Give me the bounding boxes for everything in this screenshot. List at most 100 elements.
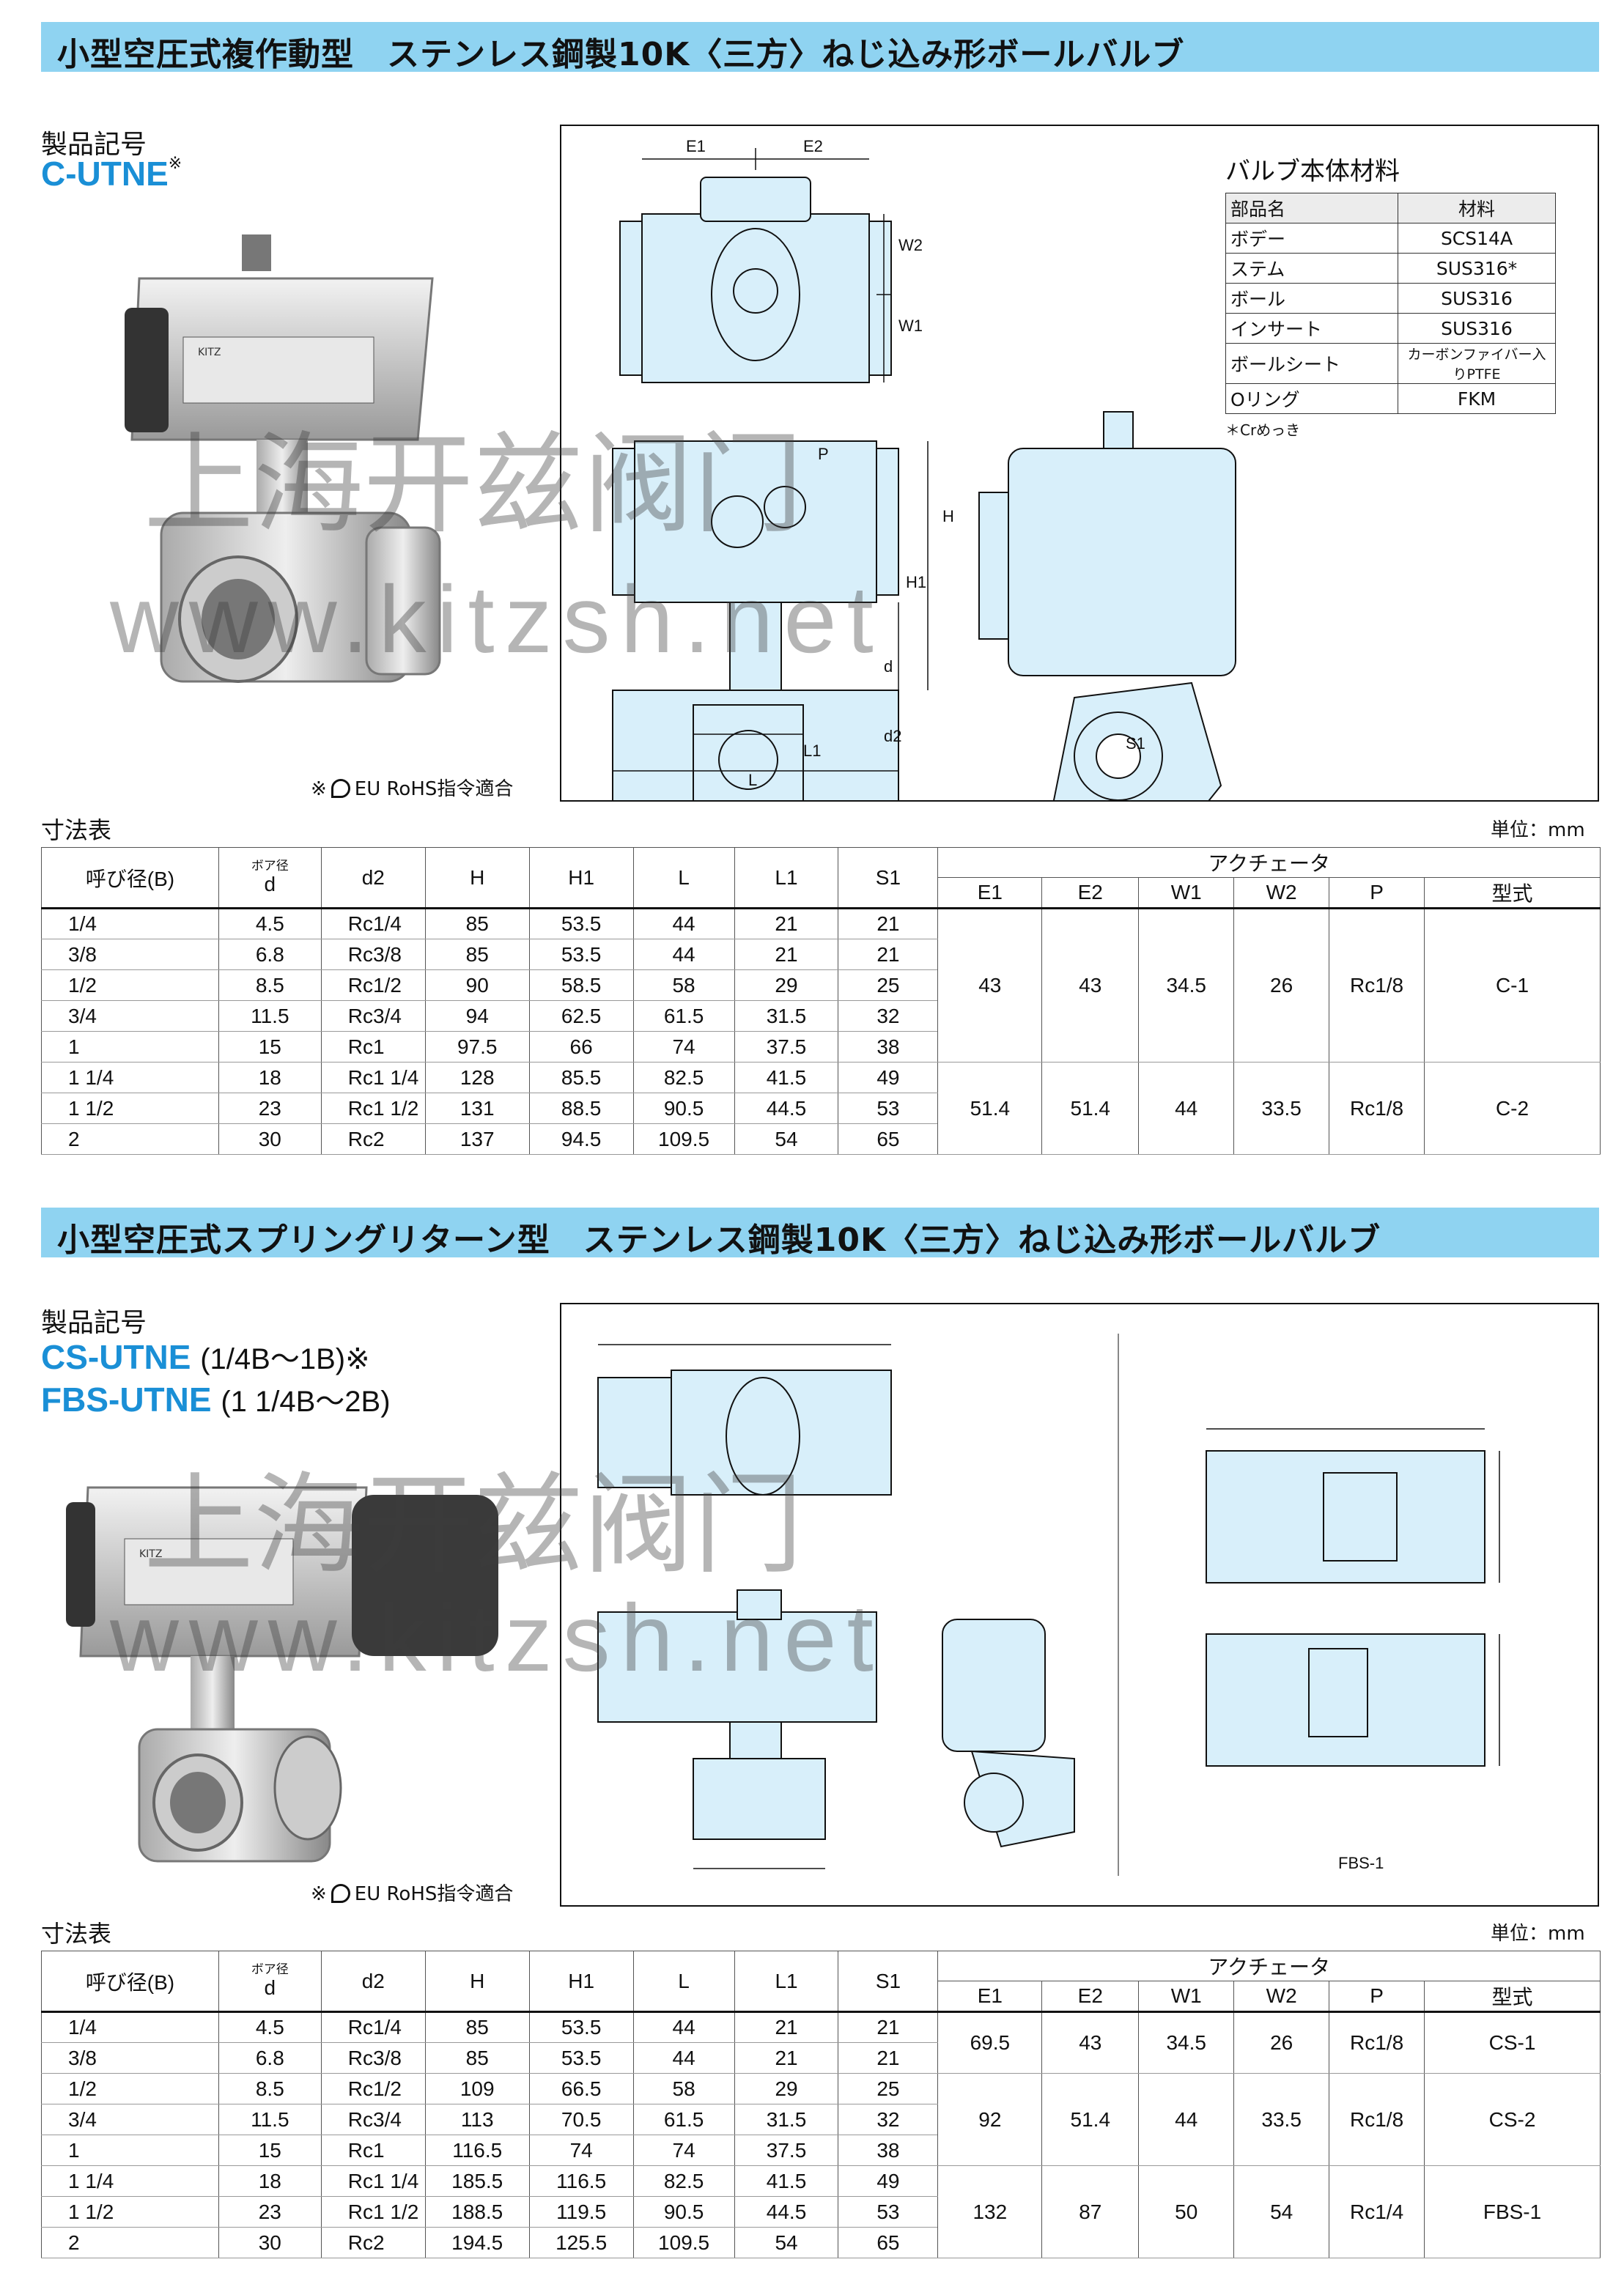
actuator-cell-w2: 54	[1233, 2165, 1330, 2258]
table-cell: 25	[838, 969, 939, 1001]
actuator-cell-e2: 43	[1041, 2011, 1140, 2074]
table-cell: 49	[838, 2165, 939, 2197]
table-cell: 82.5	[632, 2165, 735, 2197]
valve-photo-spring-return: KITZ	[66, 1486, 498, 1863]
actuator-cell-type: CS-1	[1424, 2011, 1601, 2074]
rohs-note: ※EU RoHS指令適合	[311, 778, 514, 800]
table-cell: 128	[424, 1062, 530, 1093]
table-cell: 15	[218, 2135, 322, 2166]
table-cell: Rc3/8	[320, 939, 426, 970]
technical-drawing-2: FBS-1	[597, 1334, 1500, 1876]
materials-header-material: 材料	[1398, 193, 1556, 223]
table-cell: 109.5	[632, 1123, 735, 1155]
svg-text:KITZ: KITZ	[198, 347, 221, 358]
material-part: ボールシート	[1225, 343, 1398, 384]
header-e1: E1	[937, 877, 1043, 909]
table-cell: 82.5	[632, 1062, 735, 1093]
materials-row: ボールシートカーボンファイバー入りPTFE	[1225, 343, 1556, 384]
table-cell: 44	[632, 2042, 735, 2074]
section2-title: 小型空圧式スプリングリターン型 ステンレス鋼製10K〈三方〉ねじ込み形ボールバル…	[57, 1222, 1381, 1259]
actuator-cell-w2: 26	[1233, 2011, 1330, 2074]
table-cell: 90.5	[632, 1093, 735, 1124]
table-cell: 53.5	[528, 939, 634, 970]
table-cell: 116.5	[424, 2135, 530, 2166]
product-code-fbs: FBS-UTNE (1 1/4B～2B)	[41, 1381, 391, 1419]
table-cell: 49	[838, 1062, 939, 1093]
table-cell: 44	[632, 2011, 735, 2043]
valve-photo-double-acting: KITZ	[125, 234, 441, 683]
table-cell: 90.5	[632, 2196, 735, 2228]
table-cell: 61.5	[632, 1000, 735, 1032]
table-cell: 30	[218, 1123, 322, 1155]
table-cell: 94.5	[528, 1123, 634, 1155]
table-cell: 53	[838, 1093, 939, 1124]
table-cell: Rc1	[320, 2135, 426, 2166]
actuator-cell-type: C-2	[1424, 1062, 1601, 1155]
dim-e2: E2	[803, 137, 823, 155]
actuator-cell-w1: 34.5	[1138, 2011, 1235, 2074]
table-cell: 194.5	[424, 2227, 530, 2258]
actuator-cell-p: Rc1/8	[1329, 908, 1425, 1062]
header-type: 型式	[1424, 1981, 1601, 2012]
header-w2: W2	[1233, 1981, 1330, 2012]
table-cell: 109	[424, 2073, 530, 2104]
header-l1: L1	[734, 1951, 839, 2012]
table-cell: 61.5	[632, 2104, 735, 2135]
table-cell: 6.8	[218, 2042, 322, 2074]
table-cell: 58.5	[528, 969, 634, 1001]
materials-title: バルブ本体材料	[1225, 157, 1400, 186]
table-cell: 74	[632, 2135, 735, 2166]
rohs-note-2: ※EU RoHS指令適合	[311, 1883, 514, 1905]
table-cell: 88.5	[528, 1093, 634, 1124]
dimension-table-title-1: 寸法表	[41, 816, 112, 844]
actuator-cell-w1: 44	[1138, 2073, 1235, 2166]
table-cell: 188.5	[424, 2196, 530, 2228]
table-cell: Rc1 1/4	[320, 2165, 426, 2197]
table-cell: 58	[632, 2073, 735, 2104]
table-cell: 1/2	[41, 2073, 219, 2104]
table-cell: 44.5	[734, 1093, 839, 1124]
dim-d: d	[884, 657, 893, 676]
header-d2: d2	[320, 847, 426, 909]
actuator-cell-w1: 44	[1138, 1062, 1235, 1155]
table-cell: 131	[424, 1093, 530, 1124]
header-type: 型式	[1424, 877, 1601, 909]
actuator-cell-type: CS-2	[1424, 2073, 1601, 2166]
table-cell: Rc3/8	[320, 2042, 426, 2074]
table-cell: 32	[838, 2104, 939, 2135]
table-cell: Rc1/2	[320, 969, 426, 1001]
actuator-cell-w1: 50	[1138, 2165, 1235, 2258]
table-cell: 85.5	[528, 1062, 634, 1093]
table-cell: 21	[838, 2011, 939, 2043]
table-cell: 8.5	[218, 969, 322, 1001]
table-cell: 85	[424, 939, 530, 970]
actuator-cell-e1: 132	[937, 2165, 1043, 2258]
table-cell: 44	[632, 908, 735, 939]
drawing-box-2: FBS-1	[560, 1303, 1599, 1907]
actuator-cell-p: Rc1/4	[1329, 2165, 1425, 2258]
table-cell: 4.5	[218, 2011, 322, 2043]
table-cell: Rc1	[320, 1031, 426, 1062]
table-cell: 58	[632, 969, 735, 1001]
section2-banner: 小型空圧式スプリングリターン型 ステンレス鋼製10K〈三方〉ねじ込み形ボールバル…	[41, 1208, 1599, 1259]
dim-h1: H1	[906, 573, 926, 591]
rohs-logo-icon	[331, 779, 350, 798]
technical-drawing-1: E1 E2 W2 W1 P H H1 d L1 d2 L S1	[612, 137, 1236, 860]
material-value: FKM	[1398, 383, 1556, 414]
table-cell: Rc1/4	[320, 2011, 426, 2043]
table-cell: 38	[838, 2135, 939, 2166]
material-value: SUS316	[1398, 313, 1556, 344]
product-code-label: 製品記号	[41, 130, 147, 160]
table-cell: 137	[424, 1123, 530, 1155]
material-value: SUS316*	[1398, 253, 1556, 284]
table-cell: 94	[424, 1000, 530, 1032]
table-cell: 38	[838, 1031, 939, 1062]
material-value: SUS316	[1398, 283, 1556, 314]
dim-l1: L1	[803, 742, 821, 760]
svg-text:KITZ: KITZ	[139, 1548, 162, 1560]
